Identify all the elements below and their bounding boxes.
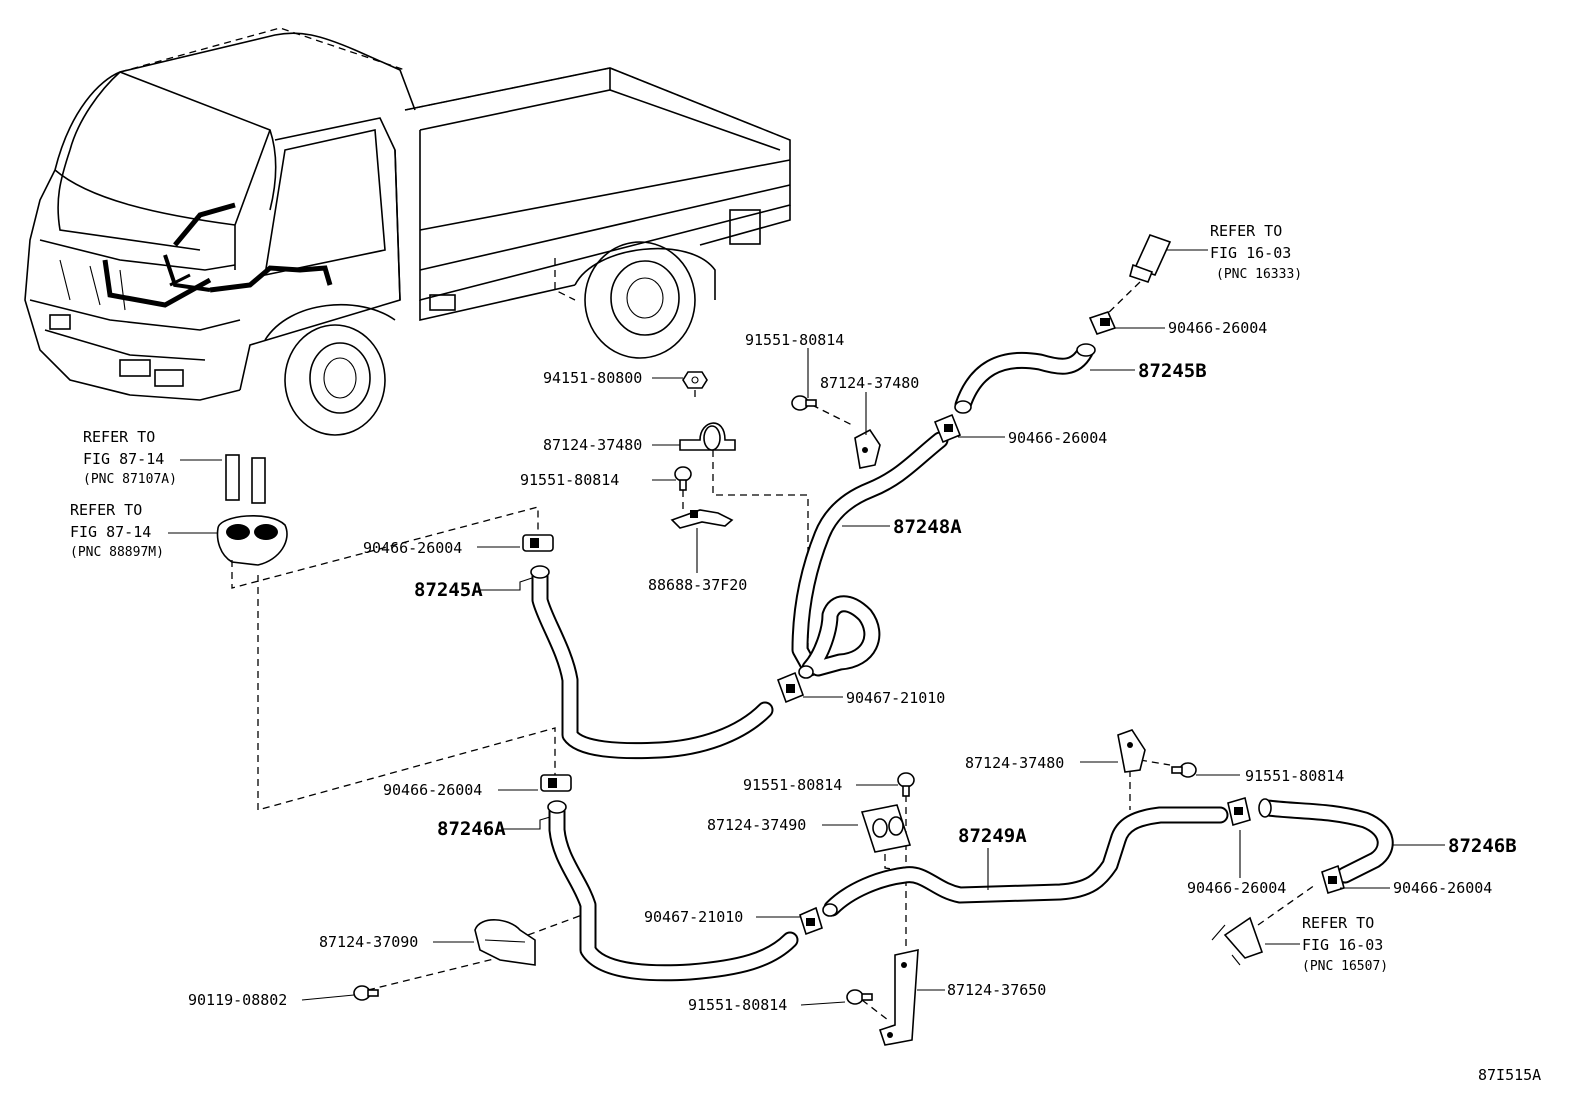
part-label-hose: 87246B [1448,835,1517,857]
hose-clamp-icon [799,906,823,936]
stay-bracket-icon [878,948,919,1046]
hose-87246b [1258,798,1394,884]
part-label-hose: 87248A [893,516,962,538]
callout-pnc: (PNC 16333) [1216,267,1302,282]
part-label-hose: 87246A [437,818,506,840]
callout-label: REFER TO [83,428,155,446]
part-labels: 90466-26004 87245B 91551-80814 87124-374… [188,319,1517,1014]
callout-fig87-14-pnc88897m: REFER TO FIG 87-14 (PNC 88897M) [70,501,288,566]
part-label: 87124-37650 [947,981,1046,999]
bolt-icon [897,772,915,797]
part-label: 87124-37480 [543,436,642,454]
part-label: 91551-80814 [520,471,619,489]
callout-figure: FIG 87-14 [83,450,164,468]
part-label-hose: 87249A [958,825,1027,847]
callout-label: REFER TO [70,501,142,519]
bracket-icon [474,919,536,966]
callout-label: REFER TO [1210,222,1282,240]
callout-figure: FIG 87-14 [70,523,151,541]
part-label: 87124-37480 [965,754,1064,772]
hose-clip-icon [854,428,881,469]
callout-figure: FIG 16-03 [1302,936,1383,954]
bolt-icon [1171,762,1197,778]
hose-clamp-icon [933,413,962,444]
figure-id: 87I515A [1478,1066,1541,1084]
callout-pnc: (PNC 16507) [1302,959,1388,974]
hose-87249a [822,806,1229,917]
part-label: 90466-26004 [1168,319,1267,337]
bolt-icon [791,395,817,411]
bolt-icon [846,989,873,1005]
hose-clamp-icon [540,774,572,792]
hose-clamp-icon [1227,796,1251,827]
part-label: 90466-26004 [383,781,482,799]
hose-clamp-icon [522,534,554,552]
callout-fig87-14-pnc87107a: REFER TO FIG 87-14 (PNC 87107A) [83,428,266,504]
hose-87245b [954,343,1096,414]
hardware [353,311,1345,1046]
hose-clip-icon [679,422,736,451]
part-label-hose: 87245A [414,579,483,601]
bolt-icon [674,466,692,491]
part-label: 90466-26004 [1187,879,1286,897]
part-label: 94151-80800 [543,369,642,387]
nut-icon [682,371,708,389]
part-label: 91551-80814 [745,331,844,349]
part-label: 90467-21010 [644,908,743,926]
part-label: 90119-08802 [188,991,287,1009]
part-label: 88688-37F20 [648,576,747,594]
part-label: 90466-26004 [1008,429,1107,447]
part-label: 90466-26004 [1393,879,1492,897]
hose-87248a [791,431,949,679]
callout-pnc: (PNC 87107A) [83,472,177,487]
part-label-hose: 87245B [1138,360,1207,382]
part-label: 91551-80814 [743,776,842,794]
part-label: 90466-26004 [363,539,462,557]
sensor-bracket-icon [670,509,734,529]
hose-87246a [547,800,799,982]
hose-clamp-icon [776,671,805,704]
truck-illustration [24,27,791,436]
hose-clamp-icon [1088,311,1117,335]
bracket-icon [860,804,912,853]
part-label: 91551-80814 [688,996,787,1014]
part-label: 87124-37090 [319,933,418,951]
callout-pnc: (PNC 88897M) [70,545,164,560]
part-label: 91551-80814 [1245,767,1344,785]
callout-label: REFER TO [1302,914,1374,932]
part-label: 90467-21010 [846,689,945,707]
callout-fig16-03-bottom: REFER TO FIG 16-03 (PNC 16507) [1211,884,1388,974]
bolt-icon [353,985,379,1001]
part-label: 87124-37490 [707,816,806,834]
hose-87245a [530,565,774,760]
leader-lines [301,327,1445,1006]
part-label: 87124-37480 [820,374,919,392]
callout-fig16-03-top: REFER TO FIG 16-03 (PNC 16333) [1102,222,1302,319]
hose-clip-icon [1117,729,1146,773]
callout-figure: FIG 16-03 [1210,244,1291,262]
